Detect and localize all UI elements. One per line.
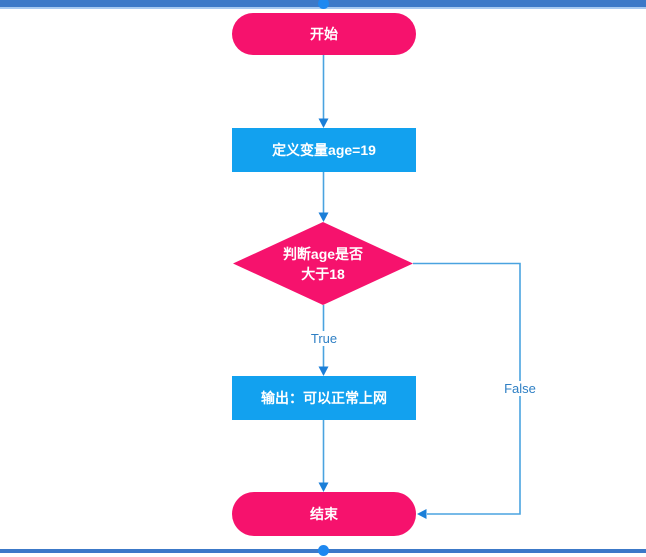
node-label-line1: 判断age是否 (282, 245, 364, 262)
node-define-variable[interactable]: 定义变量age=19 (232, 128, 416, 172)
arrowhead (318, 366, 329, 376)
node-label: 判断age是否 大于18 (283, 244, 363, 284)
arrowhead (318, 212, 329, 222)
node-label: 开始 (310, 26, 338, 42)
edge-label-true[interactable]: True (307, 331, 341, 346)
node-label: 结束 (310, 506, 338, 522)
node-label: 输出：可以正常上网 (261, 390, 387, 406)
arrowhead (417, 509, 427, 519)
resize-handle-bottom[interactable] (318, 545, 329, 556)
node-label-line2: 大于18 (301, 265, 345, 282)
arrowhead (318, 118, 329, 128)
node-end[interactable]: 结束 (232, 492, 416, 536)
node-start[interactable]: 开始 (232, 13, 416, 55)
node-label: 定义变量age=19 (272, 142, 376, 158)
resize-handle-top[interactable] (318, 0, 329, 9)
arrowhead (318, 482, 329, 492)
node-output[interactable]: 输出：可以正常上网 (232, 376, 416, 420)
edge-label-false[interactable]: False (501, 381, 539, 396)
